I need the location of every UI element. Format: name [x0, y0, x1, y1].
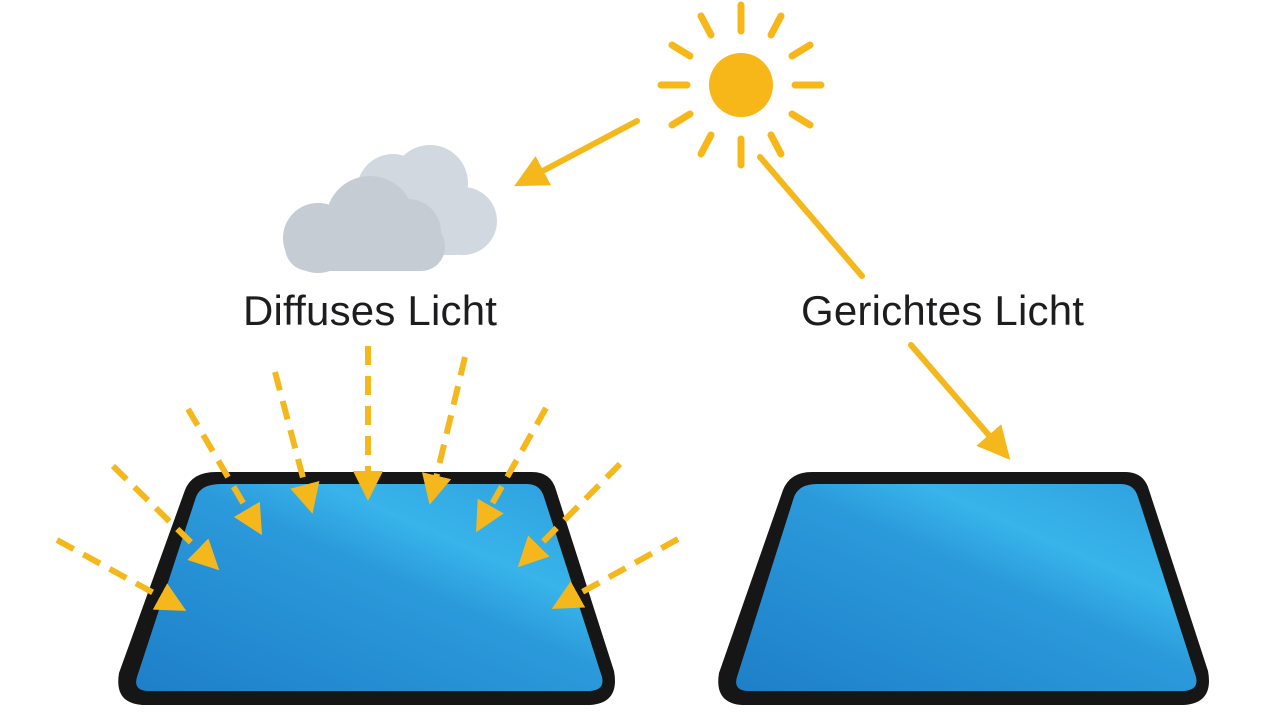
diffuse-arrow	[55, 537, 187, 611]
diffuse-arrow	[422, 356, 468, 505]
diffuse-arrow	[110, 463, 220, 571]
diffuse-arrow	[517, 461, 623, 568]
cloud-icon	[283, 145, 497, 273]
sun-icon	[657, 1, 825, 169]
directed-light-label: Gerichtes Licht	[801, 287, 1085, 334]
tablet-right	[718, 472, 1209, 705]
directed-light-arrow	[757, 154, 1011, 460]
tablet-left	[118, 472, 615, 705]
arrow-sun-to-cloud	[514, 118, 640, 187]
diffuse-arrow	[185, 407, 263, 536]
diffuse-light-arrows	[55, 346, 680, 611]
diffuse-arrow	[476, 406, 549, 533]
diffuse-light-label: Diffuses Licht	[243, 287, 498, 334]
diffuse-arrow	[551, 536, 680, 609]
diffuse-arrow	[272, 371, 320, 514]
